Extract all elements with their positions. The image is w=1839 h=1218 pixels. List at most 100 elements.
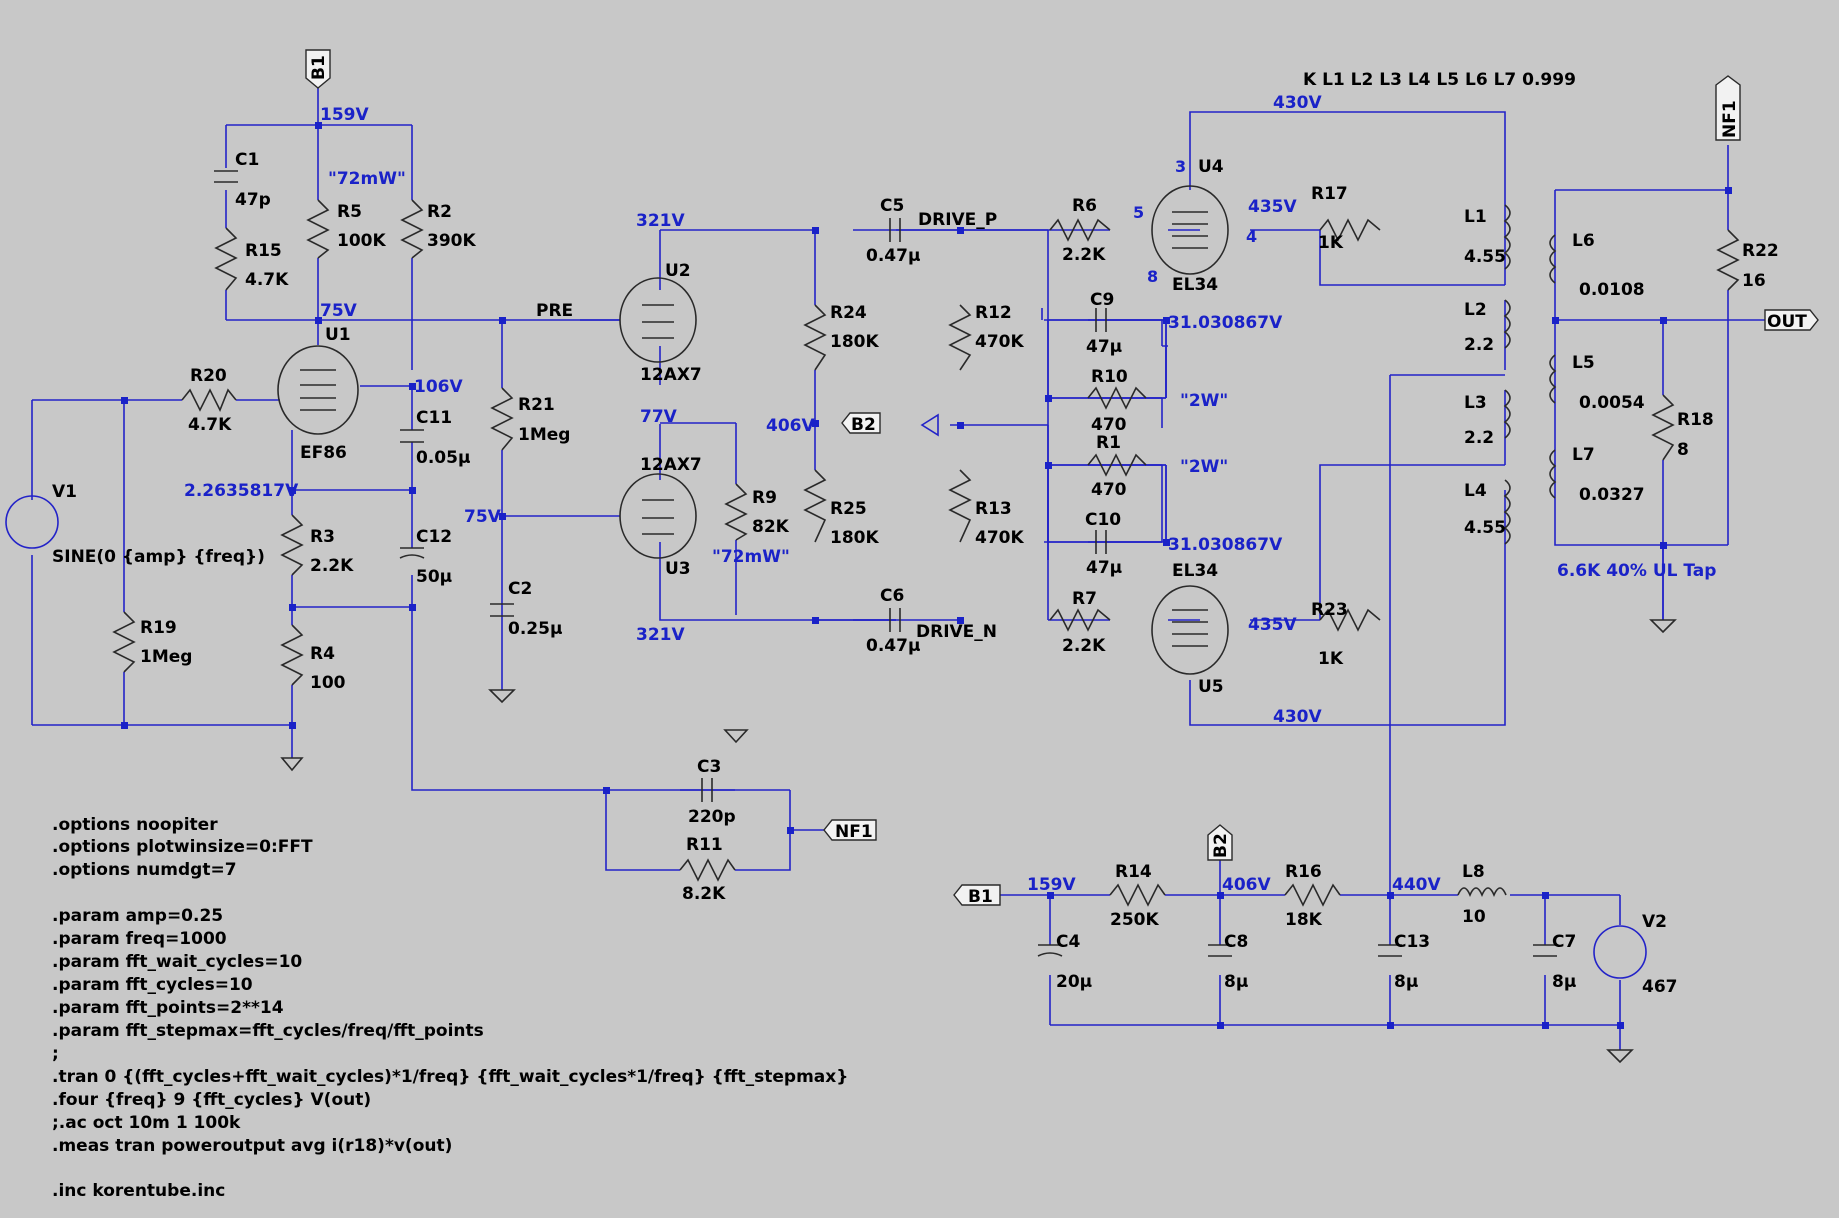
l8-value: 10: [1462, 907, 1486, 927]
r10-value: 470: [1091, 415, 1127, 435]
c3-name: C3: [697, 757, 721, 777]
power-72mw-a: "72mW": [328, 169, 406, 189]
r6-name: R6: [1072, 196, 1097, 216]
pin-u4-8: 8: [1147, 267, 1158, 286]
r1-value: 470: [1091, 480, 1127, 500]
net-pre: PRE: [536, 301, 573, 321]
c8-name: C8: [1224, 932, 1248, 952]
r13-name: R13: [975, 499, 1012, 519]
v1-value: SINE(0 {amp} {freq}): [52, 547, 265, 567]
volt-435-bot: 435V: [1248, 615, 1297, 635]
c12-name: C12: [416, 527, 452, 547]
r22-value: 16: [1742, 271, 1766, 291]
r12-name: R12: [975, 303, 1012, 323]
volt-435-top: 435V: [1248, 197, 1297, 217]
volt-440-sup: 440V: [1392, 875, 1441, 895]
c4-value: 20μ: [1056, 972, 1092, 992]
pin-u4-5: 5: [1133, 203, 1144, 222]
spice-line: .four {freq} 9 {fft_cycles} V(out): [52, 1090, 371, 1110]
c7-value: 8μ: [1552, 972, 1576, 992]
c3-value: 220p: [688, 807, 736, 827]
symbols: [5, 170, 1740, 1064]
r23-value: 1K: [1318, 649, 1344, 669]
c13-name: C13: [1394, 932, 1430, 952]
r20-value: 4.7K: [188, 415, 232, 435]
c9-value: 47μ: [1086, 337, 1122, 357]
c10-value: 47μ: [1086, 558, 1122, 578]
r22-name: R22: [1742, 241, 1779, 261]
r2-value: 390K: [427, 231, 476, 251]
spice-line: .param fft_points=2**14: [52, 998, 284, 1018]
l7-value: 0.0327: [1579, 485, 1645, 505]
l6-name: L6: [1572, 231, 1595, 251]
volt-75-u1: 75V: [320, 301, 358, 321]
r7-name: R7: [1072, 589, 1097, 609]
c1-name: C1: [235, 150, 259, 170]
r25-value: 180K: [830, 528, 879, 548]
r16-value: 18K: [1285, 910, 1323, 930]
c5-name: C5: [880, 196, 904, 216]
flag-b1-top: B1: [309, 55, 329, 80]
r5-name: R5: [337, 202, 362, 222]
r3-value: 2.2K: [310, 556, 354, 576]
volt-2263: 2.2635817V: [184, 481, 299, 501]
r23-name: R23: [1311, 600, 1348, 620]
c7-name: C7: [1552, 932, 1576, 952]
flag-nf1-top: NF1: [1720, 100, 1740, 138]
spice-line: .options noopiter: [52, 815, 218, 835]
u1-value: EF86: [300, 443, 347, 463]
u4-name: U4: [1198, 157, 1224, 177]
volt-77: 77V: [640, 407, 678, 427]
volt-430-top: 430V: [1273, 93, 1322, 113]
u5-name: U5: [1198, 677, 1224, 697]
r24-value: 180K: [830, 332, 879, 352]
r9-name: R9: [752, 488, 777, 508]
spice-line: .param amp=0.25: [52, 906, 223, 926]
c2-name: C2: [508, 579, 532, 599]
r20-name: R20: [190, 366, 227, 386]
c2-value: 0.25μ: [508, 619, 562, 639]
c8-value: 8μ: [1224, 972, 1248, 992]
labels: K L1 L2 L3 L4 L5 L6 L7 0.999 PRE DRIVE_P…: [52, 70, 1779, 1201]
spice-directives: .options noopiter .options plotwinsize=0…: [52, 815, 848, 1201]
volt-406-sup: 406V: [1222, 875, 1271, 895]
r4-value: 100: [310, 673, 346, 693]
r17-name: R17: [1311, 184, 1348, 204]
junction-dots: [121, 122, 1732, 1029]
spice-line: .inc korentube.inc: [52, 1181, 225, 1201]
flag-b2-mid: B2: [851, 415, 876, 435]
volt-321-top: 321V: [636, 211, 685, 231]
r9-value: 82K: [752, 517, 790, 537]
l7-name: L7: [1572, 445, 1595, 465]
c12-value: 50μ: [416, 567, 452, 587]
u3-value: 12AX7: [640, 455, 702, 475]
net-drive-p: DRIVE_P: [918, 210, 997, 230]
u2-value: 12AX7: [640, 365, 702, 385]
spice-line: .param fft_cycles=10: [52, 975, 253, 995]
volt-430-bot: 430V: [1273, 707, 1322, 727]
l2-value: 2.2: [1464, 335, 1494, 355]
l1-name: L1: [1464, 207, 1487, 227]
r19-value: 1Meg: [140, 647, 192, 667]
c5-value: 0.47μ: [866, 246, 920, 266]
spice-line: .tran 0 {(fft_cycles+fft_wait_cycles)*1/…: [52, 1067, 848, 1087]
c13-value: 8μ: [1394, 972, 1418, 992]
transformer-note: 6.6K 40% UL Tap: [1557, 561, 1716, 581]
u4-value: EL34: [1172, 275, 1218, 295]
wires: [31, 85, 1770, 1050]
volt-106: 106V: [414, 377, 463, 397]
r12-value: 470K: [975, 332, 1024, 352]
v1-name: V1: [52, 482, 77, 502]
pin-u4-3: 3: [1175, 157, 1186, 176]
l3-name: L3: [1464, 393, 1487, 413]
r11-value: 8.2K: [682, 884, 726, 904]
spice-line: ;.ac oct 10m 1 100k: [52, 1113, 241, 1133]
c11-name: C11: [416, 408, 452, 428]
r21-value: 1Meg: [518, 425, 570, 445]
r25-name: R25: [830, 499, 867, 519]
flag-nf1-bot: NF1: [835, 822, 873, 842]
power-2w-a: "2W": [1180, 391, 1228, 411]
u3-name: U3: [665, 559, 691, 579]
c6-value: 0.47μ: [866, 636, 920, 656]
l4-value: 4.55: [1464, 518, 1506, 538]
